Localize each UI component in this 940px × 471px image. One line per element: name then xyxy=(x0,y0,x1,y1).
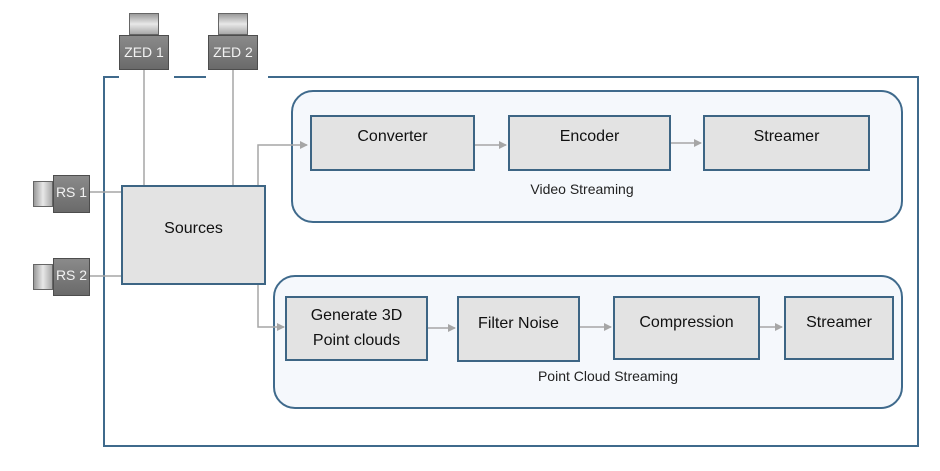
filter-noise-block: Filter Noise xyxy=(457,296,580,362)
sources-label: Sources xyxy=(164,220,223,237)
generate-point-clouds-block: Generate 3D Point clouds xyxy=(285,296,428,361)
generate-label-line-1: Generate 3D xyxy=(310,307,403,324)
video-streamer-block: Streamer xyxy=(703,115,870,171)
converter-block: Converter xyxy=(310,115,475,171)
encoder-block: Encoder xyxy=(508,115,671,171)
video-streamer-label: Streamer xyxy=(753,128,820,145)
point-cloud-streamer-label: Streamer xyxy=(806,314,872,331)
sources-block: Sources xyxy=(121,185,266,285)
camera-icon xyxy=(33,181,53,207)
video-streaming-caption: Video Streaming xyxy=(530,181,634,197)
camera-icon xyxy=(129,13,159,35)
camera-icon xyxy=(218,13,248,35)
converter-label: Converter xyxy=(357,128,428,145)
camera-icon xyxy=(33,264,53,290)
camera-label: ZED 2 xyxy=(208,35,258,70)
camera-zed-2: ZED 2 xyxy=(208,13,258,70)
filter-noise-label: Filter Noise xyxy=(478,315,559,332)
point-cloud-streaming-caption: Point Cloud Streaming xyxy=(537,368,679,384)
camera-rs-1: RS 1 xyxy=(33,175,90,213)
camera-label: ZED 1 xyxy=(119,35,169,70)
camera-label: RS 1 xyxy=(53,175,90,213)
camera-rs-2: RS 2 xyxy=(33,258,90,296)
sources-to-converter-arrow xyxy=(257,141,308,185)
generate-label-line-2: Point clouds xyxy=(312,332,401,349)
point-cloud-streamer-block: Streamer xyxy=(784,296,894,360)
compression-label: Compression xyxy=(639,314,734,331)
frame-gap xyxy=(119,73,174,79)
sources-to-generate-arrow xyxy=(257,285,285,331)
encoder-label: Encoder xyxy=(559,128,620,145)
frame-gap xyxy=(206,73,268,79)
camera-label: RS 2 xyxy=(53,258,90,296)
camera-zed-1: ZED 1 xyxy=(119,13,169,70)
compression-block: Compression xyxy=(613,296,760,360)
